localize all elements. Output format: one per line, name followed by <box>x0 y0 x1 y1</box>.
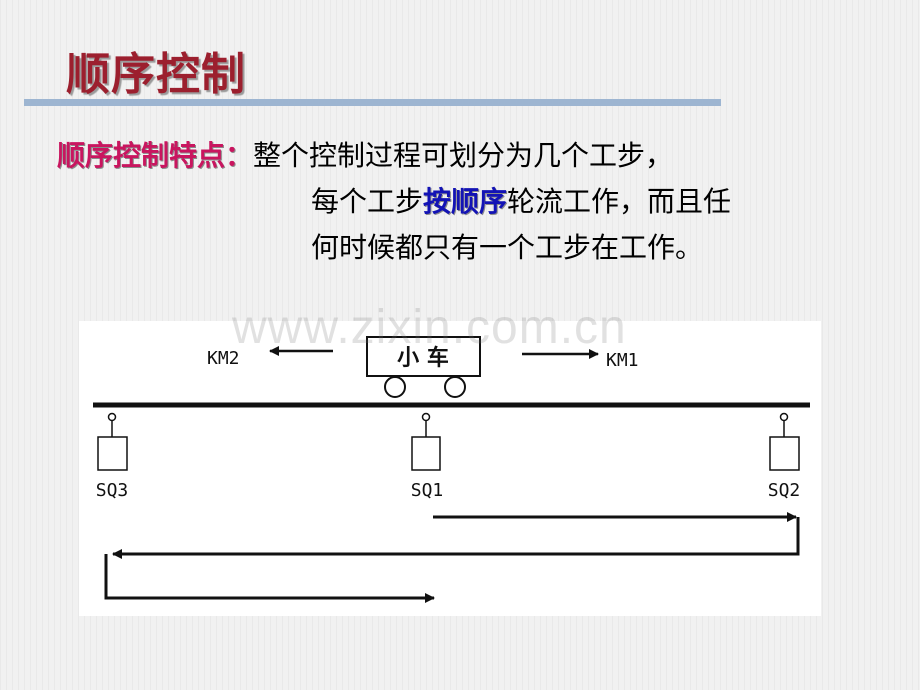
line2-pre: 每个工步 <box>311 185 424 218</box>
limit-switch-sq3: SQ3 <box>96 412 129 501</box>
line2-highlight: 按顺序 <box>423 185 508 218</box>
sq2-label: SQ2 <box>768 480 801 501</box>
cart-diagram-svg: 小 车 KM2 KM1 SQ3 SQ1 SQ2 <box>93 336 810 603</box>
km2-label: KM2 <box>207 348 240 369</box>
cart-wheel-right <box>444 376 466 398</box>
limit-switch-sq2: SQ2 <box>768 412 801 501</box>
step3-arrow <box>104 554 435 603</box>
step2-arrow <box>112 517 800 559</box>
text-line-1: 顺序控制特点：整个控制过程可划分为几个工步， <box>57 134 673 174</box>
sq3-label: SQ3 <box>96 480 129 501</box>
slide-title: 顺序控制 <box>66 49 246 100</box>
line3-text: 何时候都只有一个工步在工作。 <box>311 231 704 264</box>
cart-wheel-left <box>384 376 406 398</box>
km1-label: KM1 <box>606 350 639 371</box>
cart-body <box>366 336 481 377</box>
title-underline <box>24 99 721 106</box>
sq1-label: SQ1 <box>411 480 444 501</box>
limit-switch-sq1: SQ1 <box>411 412 444 501</box>
line2-post: 轮流工作，而且任 <box>507 185 732 218</box>
line1-text: 整个控制过程可划分为几个工步， <box>253 139 674 172</box>
text-line-2: 每个工步按顺序轮流工作，而且任 <box>311 180 731 220</box>
cart-label: 小 车 <box>397 345 449 371</box>
cart-diagram: 小 车 KM2 KM1 SQ3 SQ1 SQ2 <box>79 321 821 616</box>
feature-label: 顺序控制特点： <box>57 139 254 172</box>
text-line-3: 何时候都只有一个工步在工作。 <box>311 226 703 266</box>
